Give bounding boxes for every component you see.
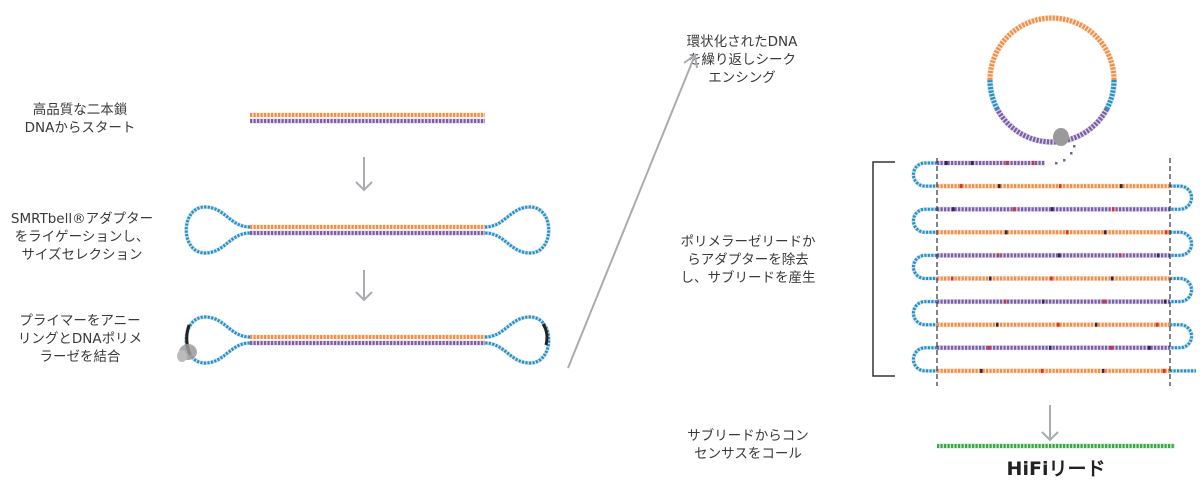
- error-base: [945, 161, 948, 165]
- left-adapter-loop: [912, 161, 937, 188]
- polymerase-icon: [1053, 128, 1069, 146]
- hifi-read-label: HiFiリード: [1006, 458, 1106, 480]
- error-base: [1057, 322, 1060, 327]
- primer-right: [541, 323, 549, 346]
- left-adapter-loop: [912, 253, 937, 280]
- error-base: [989, 276, 992, 281]
- error-base: [1066, 230, 1069, 235]
- error-base: [1148, 345, 1151, 350]
- error-base: [1110, 345, 1113, 350]
- left-adapter-loop: [912, 300, 937, 327]
- arrow-down-icon: [355, 157, 373, 192]
- nascent-base: [1073, 145, 1076, 148]
- circle-insert-top-backbone: [987, 15, 1117, 81]
- right-adapter-loop: [1170, 184, 1193, 211]
- error-base: [1051, 207, 1054, 212]
- error-base: [1157, 253, 1160, 258]
- primed-smrtbell-left-adapter-loop: [184, 315, 251, 365]
- nascent-base: [1063, 159, 1066, 162]
- circle-insert-bottom: [995, 107, 1109, 145]
- primed-smrtbell-right-adapter-loop: [484, 315, 551, 365]
- step-subreads-label: ポリメラーゼリードか らアダプターを除去 し、サブリードを産生: [680, 234, 816, 286]
- error-base: [1059, 184, 1062, 189]
- error-base: [996, 322, 999, 327]
- error-base: [951, 276, 954, 281]
- left-adapter-loop: [912, 346, 937, 373]
- step-consensus-label: サブリードからコン センサスをコール: [687, 428, 809, 462]
- error-base: [1032, 161, 1035, 165]
- error-base: [1165, 230, 1168, 235]
- error-base: [997, 253, 1000, 258]
- right-adapter-loop: [1170, 277, 1193, 304]
- primed-smrtbell-right-adapter-loop-backbone: [484, 314, 551, 366]
- error-base: [1058, 253, 1061, 258]
- nascent-base: [1055, 162, 1058, 165]
- error-base: [1095, 322, 1098, 327]
- step-circular-label: 環状化されたDNA を繰り返しシーク エンシング: [686, 34, 798, 86]
- smrtbell-right-adapter-loop-backbone: [484, 204, 551, 256]
- error-base: [1163, 368, 1166, 373]
- error-base: [1005, 230, 1008, 235]
- error-base: [1120, 184, 1123, 189]
- error-base: [1042, 299, 1045, 304]
- smrtbell-right-adapter-loop: [484, 205, 551, 255]
- step-ligate-label: SMRTbell®アダプター をライゲーションし、 サイズセレクション: [10, 211, 154, 263]
- step-anneal-label: プライマーをアニー リングとDNAポリメ ラーゼを結合: [17, 313, 143, 365]
- error-base: [1013, 207, 1016, 212]
- arrow-down-icon: [355, 270, 373, 302]
- nascent-base: [1070, 152, 1073, 155]
- circle-adapter-left: [987, 79, 1000, 111]
- step-start-label: 高品質な二本鎖 DNAからスタート: [24, 102, 136, 136]
- error-base: [1102, 368, 1105, 373]
- error-base: [1164, 299, 1167, 304]
- polymerase-icon-part: [177, 350, 187, 362]
- circle-insert-top: [987, 15, 1117, 81]
- subreads-bracket: [872, 161, 895, 377]
- error-base: [980, 368, 983, 373]
- error-base: [1103, 299, 1106, 304]
- arrow-to-sequencing-icon: [567, 53, 698, 369]
- error-base: [1004, 299, 1007, 304]
- primed-smrtbell-left-adapter-loop-backbone: [184, 314, 251, 366]
- circle-adapter-right: [1104, 79, 1117, 111]
- error-base: [952, 207, 955, 212]
- error-base: [1156, 322, 1159, 327]
- right-adapter-loop: [1170, 230, 1193, 257]
- left-adapter-loop: [912, 207, 937, 234]
- arrow-down-icon: [1041, 405, 1059, 442]
- error-base: [960, 184, 963, 189]
- smrtbell-left-adapter-loop: [184, 205, 251, 255]
- error-base: [988, 345, 991, 350]
- error-base: [1050, 276, 1053, 281]
- right-adapter-loop: [1170, 323, 1193, 350]
- error-base: [1104, 230, 1107, 235]
- error-base: [1119, 253, 1122, 258]
- error-base: [1049, 345, 1052, 350]
- smrtbell-left-adapter-loop-backbone: [184, 204, 251, 256]
- error-base: [1041, 368, 1044, 373]
- error-base: [971, 161, 974, 165]
- error-base: [1112, 207, 1115, 212]
- error-base: [1006, 161, 1009, 165]
- error-base: [1111, 276, 1114, 281]
- error-base: [998, 184, 1001, 189]
